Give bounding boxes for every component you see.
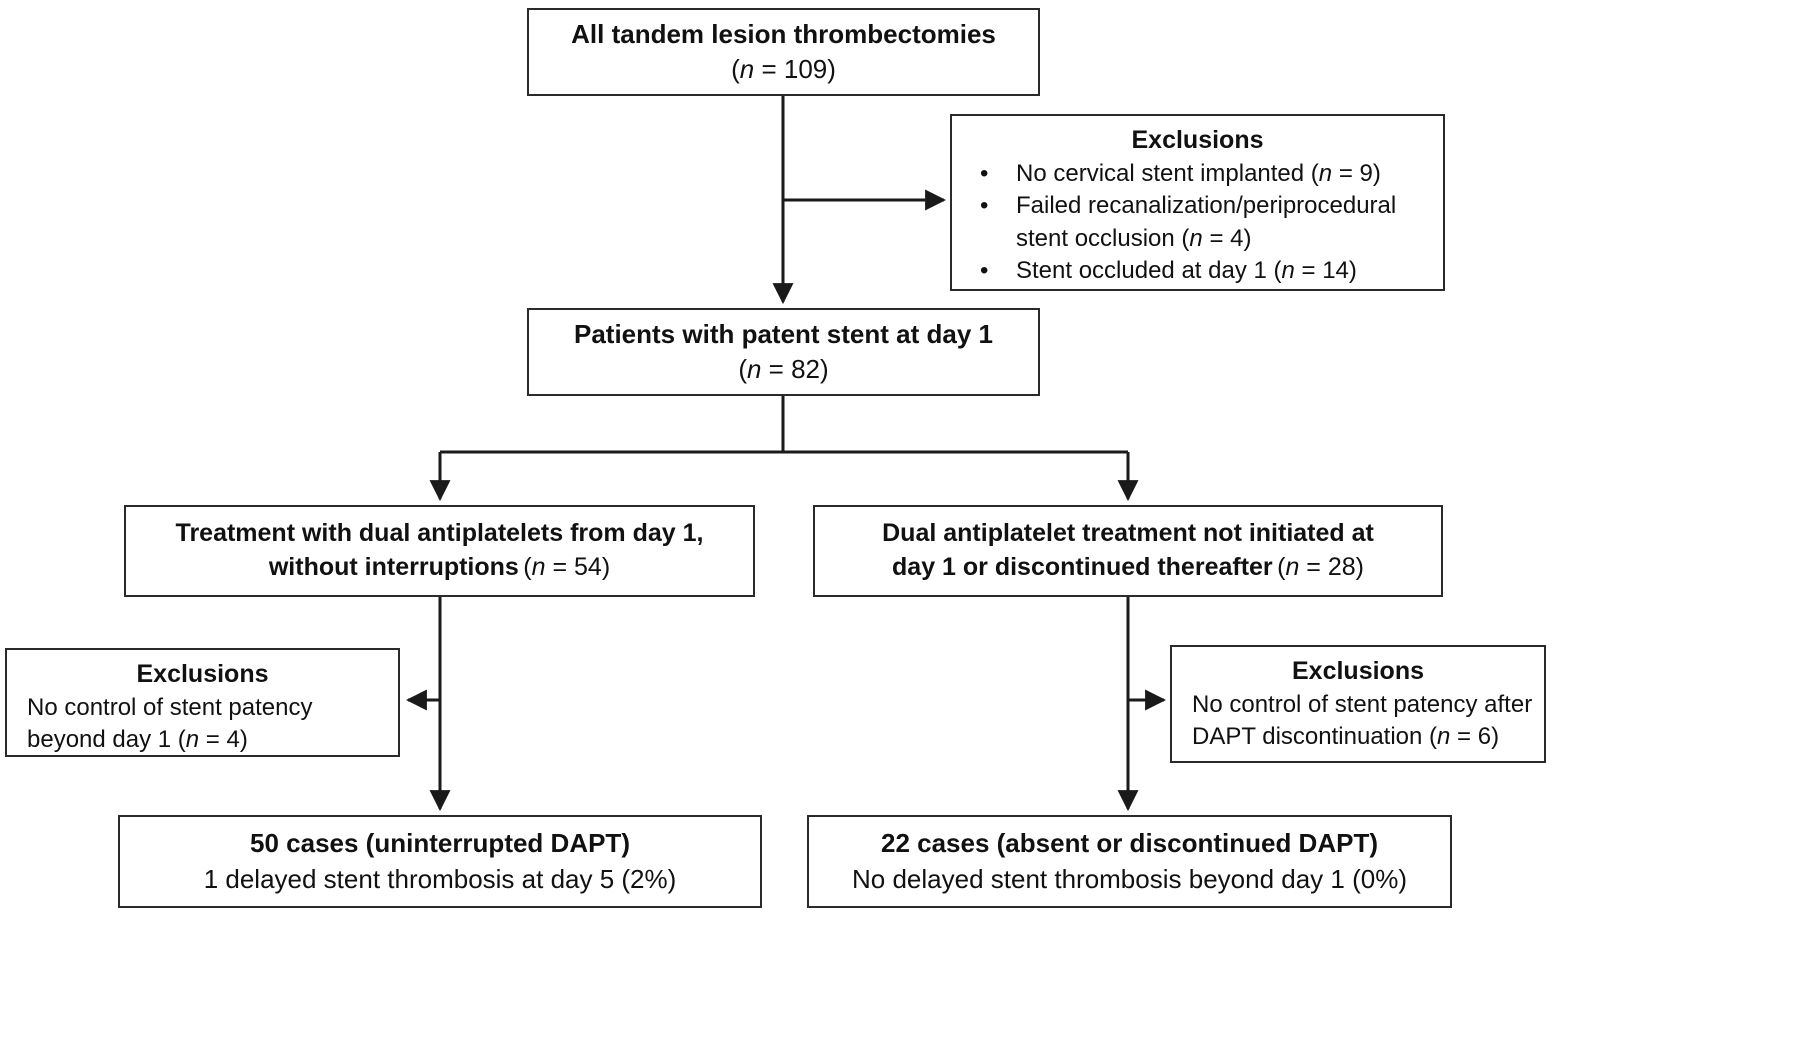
flow-box-exclusions-left: Exclusions No control of stent patency b… <box>5 648 400 757</box>
flow-box-outcome-discontinued: 22 cases (absent or discontinued DAPT) N… <box>807 815 1452 908</box>
flow-box-exclusions-top: Exclusions No cervical stent implanted (… <box>950 114 1445 291</box>
exclusion-item: Stent occluded at day 1 (n = 14) <box>966 255 1429 287</box>
exclusions-title: Exclusions <box>136 660 269 688</box>
box-count: (n = 82) <box>738 354 829 384</box>
exclusion-text: Failed recanalization/periprocedural ste… <box>1016 192 1397 252</box>
box-count: (n = 109) <box>731 54 836 84</box>
box-count: (n = 54) <box>523 553 611 581</box>
exclusions-title: Exclusions <box>1131 126 1264 154</box>
box-title-line1: Treatment with dual antiplatelets from d… <box>175 519 704 548</box>
exclusions-body: No control of stent patency beyond day 1… <box>27 693 313 754</box>
box-detail: No delayed stent thrombosis beyond day 1… <box>852 863 1407 894</box>
flow-box-outcome-uninterrupted: 50 cases (uninterrupted DAPT) 1 delayed … <box>118 815 762 908</box>
box-title-line2-text: day 1 or discontinued thereafter <box>892 553 1273 581</box>
exclusion-text: Stent occluded at day 1 (n = 14) <box>1016 256 1357 284</box>
exclusion-item: Failed recanalization/periprocedural ste… <box>966 190 1429 255</box>
box-title: 22 cases (absent or discontinued DAPT) <box>880 828 1378 859</box>
box-title-line2-text: without interruptions <box>268 553 519 581</box>
box-title-line2: without interruptions (n = 54) <box>269 551 610 585</box>
box-count: (n = 28) <box>1277 553 1364 581</box>
box-title: Patients with patent stent at day 1 <box>574 318 993 349</box>
box-title-line1: Dual antiplatelet treatment not initiate… <box>882 519 1374 548</box>
box-title: 50 cases (uninterrupted DAPT) <box>250 828 630 859</box>
box-title-line2: day 1 or discontinued thereafter (n = 28… <box>892 551 1364 585</box>
exclusions-body: No control of stent patency after DAPT d… <box>1192 690 1533 751</box>
flow-box-dapt-not-initiated: Dual antiplatelet treatment not initiate… <box>813 505 1443 597</box>
flow-box-all-thrombectomies: All tandem lesion thrombectomies (n = 10… <box>527 8 1040 96</box>
exclusions-title: Exclusions <box>1292 657 1424 685</box>
flow-box-dapt-uninterrupted: Treatment with dual antiplatelets from d… <box>124 505 755 597</box>
flow-box-patent-stent: Patients with patent stent at day 1 (n =… <box>527 308 1040 396</box>
exclusion-text: No cervical stent implanted (n = 9) <box>1016 159 1381 187</box>
box-detail: 1 delayed stent thrombosis at day 5 (2%) <box>203 863 677 894</box>
flow-box-exclusions-right: Exclusions No control of stent patency a… <box>1170 645 1546 763</box>
exclusion-item: No cervical stent implanted (n = 9) <box>966 158 1429 190</box>
box-title: All tandem lesion thrombectomies <box>571 18 996 49</box>
